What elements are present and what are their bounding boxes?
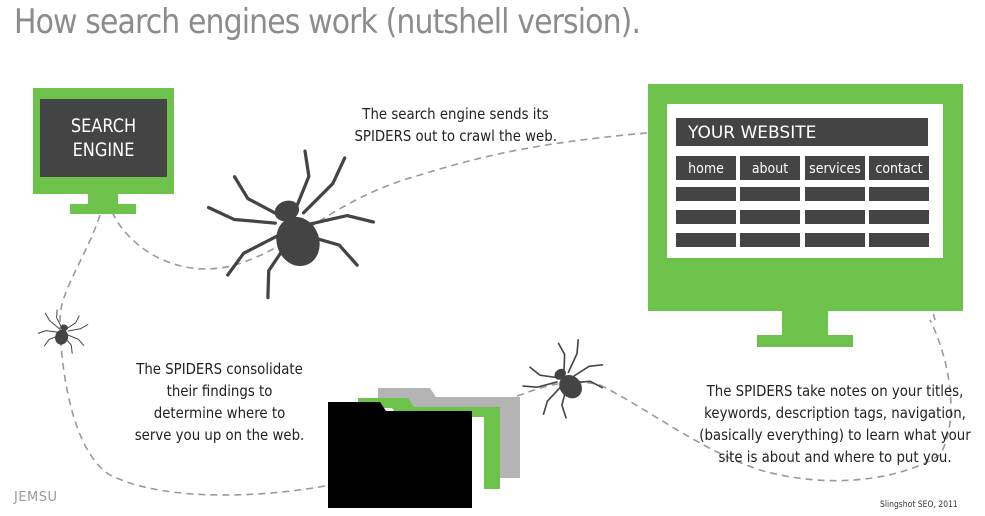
spider-icon — [514, 329, 615, 429]
nav-home: home — [688, 161, 724, 177]
caption-notes: The SPIDERS take notes on your titles, k… — [689, 380, 981, 468]
caption-consolidate: The SPIDERS consolidate their findings t… — [131, 358, 307, 446]
search-engine-label-line2: ENGINE — [72, 139, 135, 161]
nav-services: services — [809, 161, 861, 177]
caption-line: SPIDERS out to crawl the web. — [354, 127, 557, 145]
caption-line: The SPIDERS take notes on your titles, — [706, 382, 964, 400]
caption-line: serve you up on the web. — [134, 426, 305, 444]
spider-icon — [35, 306, 92, 357]
caption-line: keywords, description tags, navigation, — [704, 404, 966, 422]
spider-icon — [195, 135, 387, 310]
caption-line: determine where to — [153, 404, 286, 422]
caption-line: The search engine sends its — [362, 105, 549, 123]
caption-line: their findings to — [166, 382, 273, 400]
logo: JEMSU — [14, 490, 58, 505]
caption-line: site is about and where to put you. — [718, 448, 952, 466]
nav-contact: contact — [875, 161, 923, 177]
folder-icon — [328, 388, 520, 508]
nav-about: about — [751, 161, 789, 177]
website-monitor — [648, 84, 963, 347]
credit-text: Slingshot SEO, 2011 — [880, 500, 958, 510]
website-title: YOUR WEBSITE — [688, 123, 817, 143]
caption-line: (basically everything) to learn what you… — [699, 426, 971, 444]
page-title: How search engines work (nutshell versio… — [14, 2, 641, 42]
search-engine-label-line1: SEARCH — [70, 115, 137, 137]
search-engine-screen: SEARCH ENGINE — [40, 99, 167, 177]
caption-line: The SPIDERS consolidate — [136, 360, 303, 378]
caption-send: The search engine sends its SPIDERS out … — [354, 103, 557, 147]
